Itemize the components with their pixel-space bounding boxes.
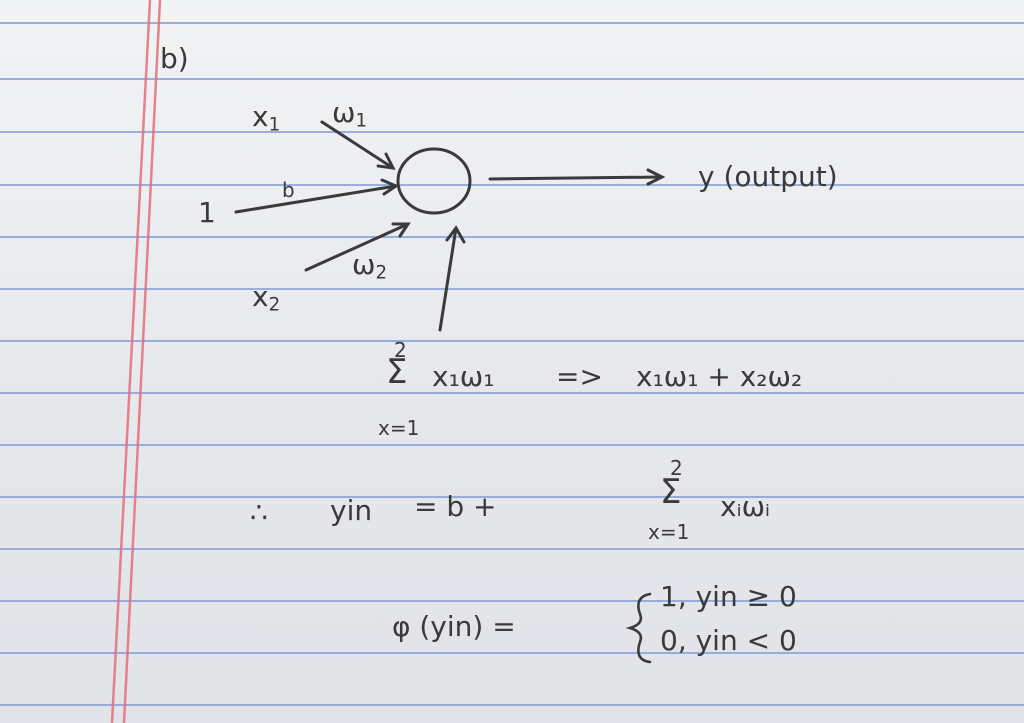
phi-case-2: 0, yin < 0	[660, 624, 797, 657]
yin-rhs: = b +	[414, 490, 497, 523]
sigma-symbol: Σ	[386, 352, 408, 392]
rule-line	[0, 340, 1024, 342]
output-label: y (output)	[698, 160, 838, 193]
rule-line	[0, 392, 1024, 394]
weight-w1-label: ω1	[332, 96, 368, 132]
sum-lower-limit: x=1	[378, 416, 420, 440]
sum2-lower-limit: x=1	[648, 520, 690, 544]
rule-line	[0, 288, 1024, 290]
expansion: x₁ω₁ + x₂ω₂	[636, 360, 803, 393]
input-x2-label: x2	[252, 280, 281, 316]
sum2-term: xᵢωᵢ	[720, 490, 771, 523]
sum-upper-limit: 2	[394, 338, 407, 362]
input-x1-label: x1	[252, 100, 281, 136]
sum-term: x₁ω₁	[432, 360, 495, 393]
rule-line	[0, 704, 1024, 706]
implies-arrow: =>	[556, 360, 603, 393]
part-label: b)	[160, 42, 189, 75]
rule-line	[0, 496, 1024, 498]
rule-line	[0, 600, 1024, 602]
sigma-symbol-2: Σ	[660, 472, 682, 512]
rule-line	[0, 78, 1024, 80]
bias-label: b	[282, 178, 295, 202]
sum2-upper-limit: 2	[670, 456, 683, 480]
rule-line	[0, 652, 1024, 654]
therefore-symbol: ∴	[250, 496, 268, 529]
rule-line	[0, 131, 1024, 133]
phi-case-1: 1, yin ≥ 0	[660, 580, 797, 613]
rule-line	[0, 184, 1024, 186]
weight-w2-label: ω2	[352, 248, 388, 284]
bias-input-label: 1	[198, 196, 216, 229]
yin-lhs: yin	[330, 494, 373, 527]
rule-line	[0, 22, 1024, 24]
rule-line	[0, 236, 1024, 238]
phi-lhs: φ (yin) =	[392, 610, 516, 643]
rule-line	[0, 444, 1024, 446]
rule-line	[0, 548, 1024, 550]
